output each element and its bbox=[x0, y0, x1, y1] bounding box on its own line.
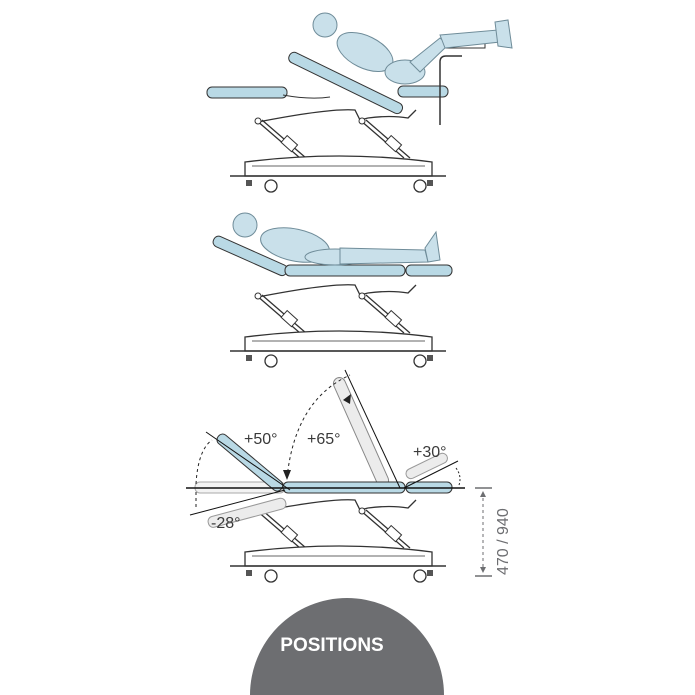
positions-badge: POSITIONS bbox=[250, 598, 444, 695]
angle-label-foot-up: +30° bbox=[413, 444, 447, 461]
badge-title: POSITIONS bbox=[280, 635, 383, 656]
table-gynecological-position bbox=[206, 12, 513, 193]
arc-arrow bbox=[195, 439, 213, 485]
leg-holder-post bbox=[439, 55, 462, 125]
head-board bbox=[206, 86, 288, 99]
foot-up-ghost bbox=[405, 452, 448, 480]
angle-label-head-down: -28° bbox=[211, 515, 241, 532]
height-range-label: 470 / 940 bbox=[495, 508, 512, 575]
height-dimension: 470 / 940 bbox=[475, 487, 512, 577]
angle-label-head-up: +50° bbox=[244, 431, 278, 448]
table-flat-head-raised bbox=[212, 212, 453, 368]
patient-figure bbox=[232, 212, 441, 266]
table-angle-diagram: +50° +65° +30° -28° 470 / 940 bbox=[186, 369, 512, 583]
back-section bbox=[288, 51, 404, 115]
foot-section bbox=[405, 264, 453, 277]
head-down-ghost bbox=[207, 497, 287, 528]
patient-figure bbox=[312, 12, 513, 85]
seat-section bbox=[397, 85, 449, 98]
angle-label-back-up: +65° bbox=[307, 431, 341, 448]
main-section bbox=[284, 264, 406, 277]
arc-arrow bbox=[286, 374, 351, 479]
